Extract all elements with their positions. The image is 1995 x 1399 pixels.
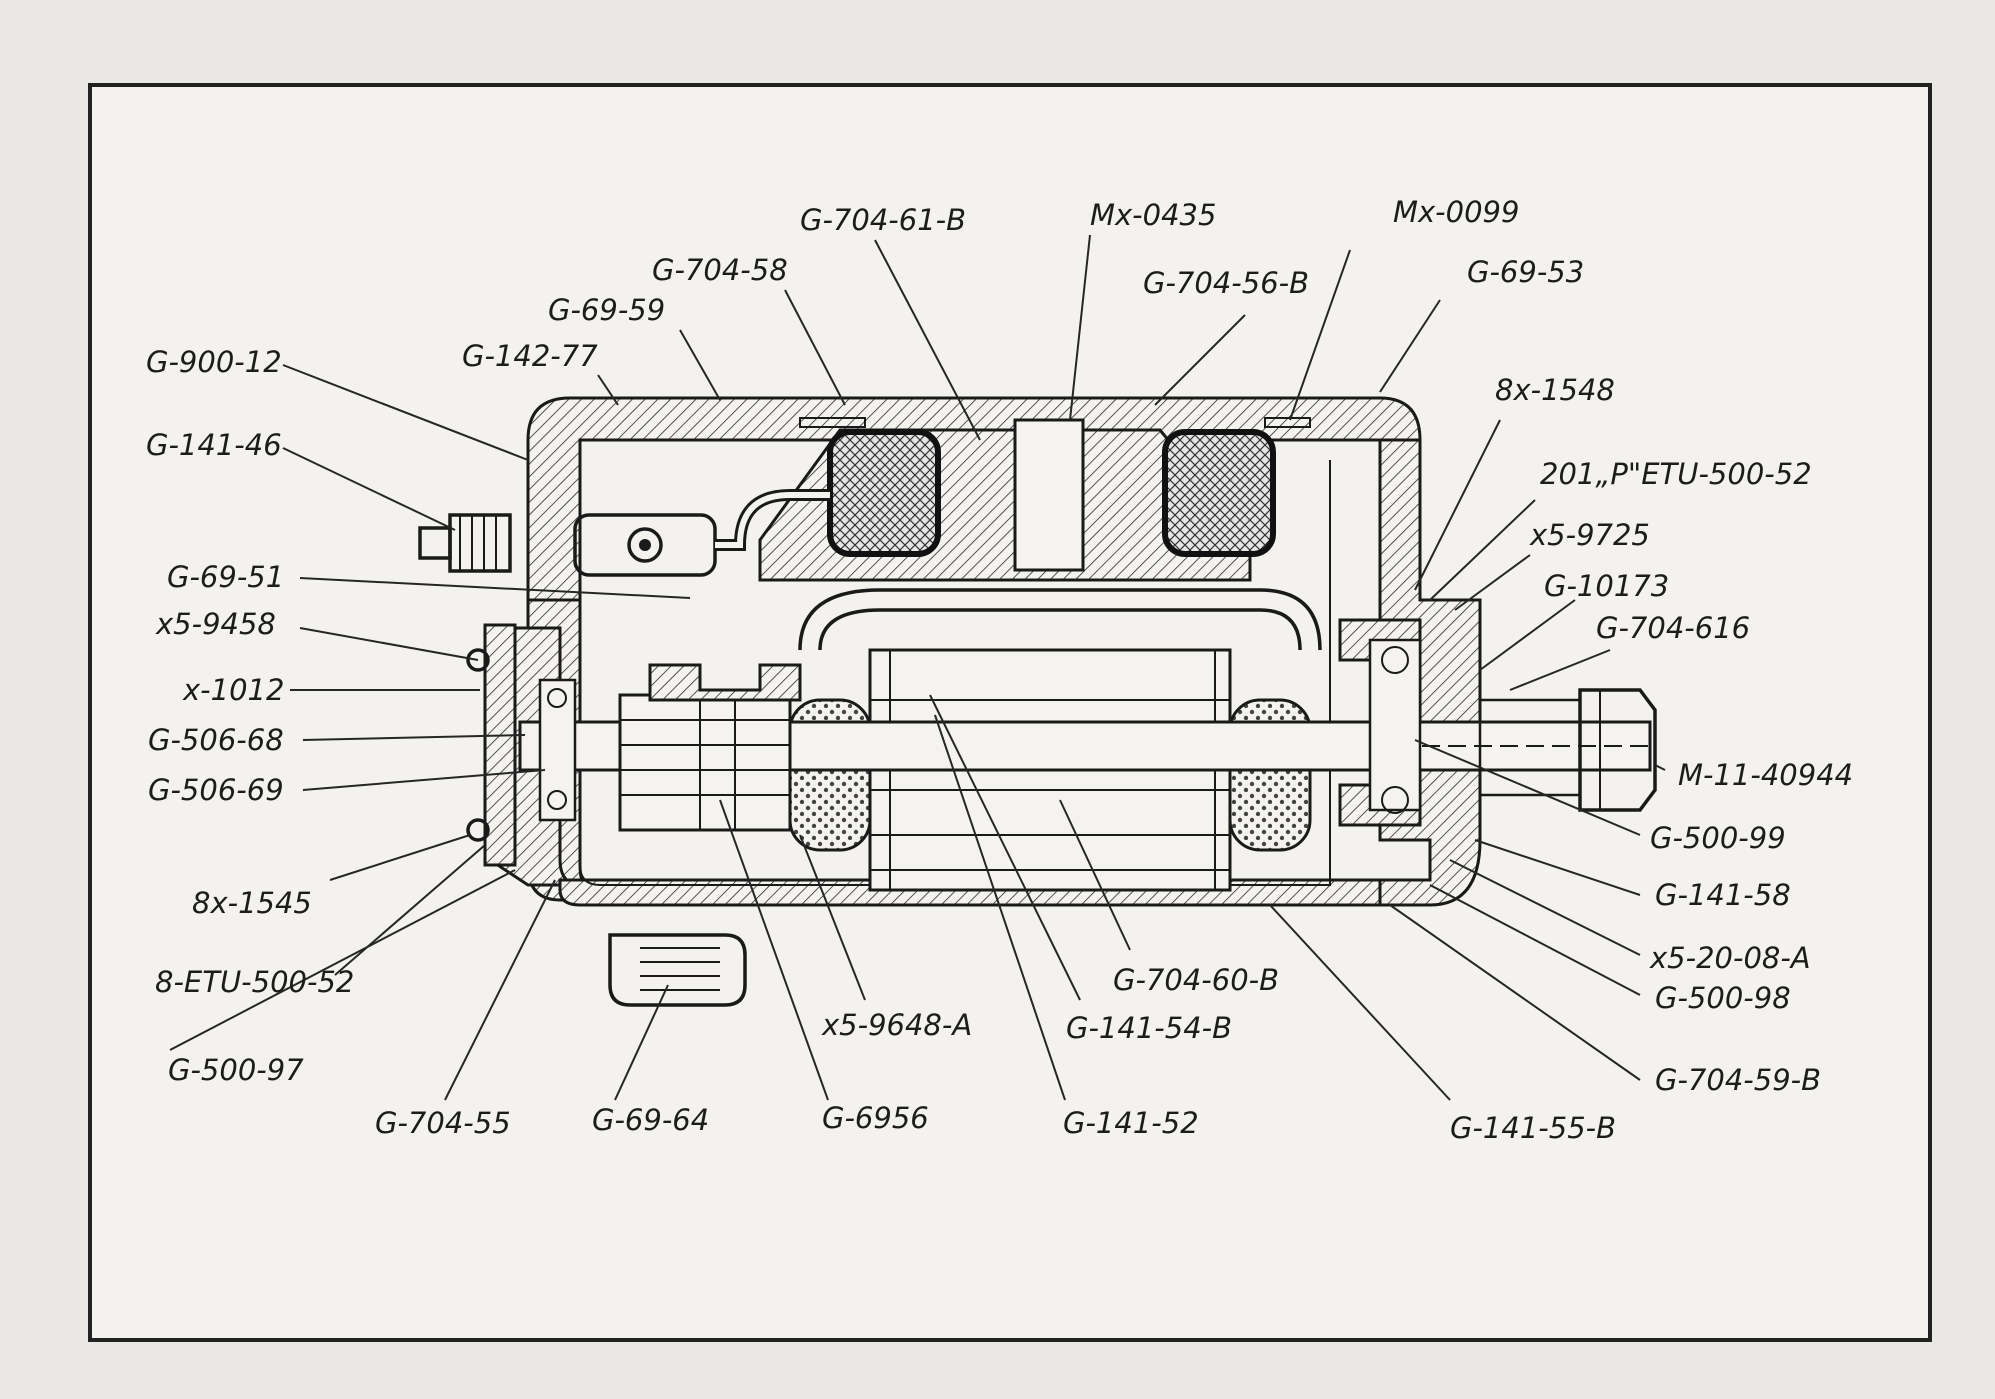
leader-lines	[169, 234, 1666, 1101]
field-lead-bar-inner	[818, 608, 1302, 651]
label-G-900-12: G-900-12	[146, 345, 282, 379]
bearing-right	[1368, 638, 1422, 814]
label-G-704-55: G-704-55	[375, 1106, 511, 1140]
label-8x-1548: 8x-1548	[1495, 373, 1615, 407]
label-G-704-56-B: G-704-56-B	[1143, 266, 1309, 300]
label-8-ETU-500-52: 8-ETU-500-52	[155, 965, 354, 999]
label-x5-9458: x5-9458	[155, 607, 276, 641]
label-x-1012: x-1012	[182, 673, 284, 707]
field-lead-bar	[798, 588, 1322, 651]
label-x5-9725: x5-9725	[1529, 518, 1650, 552]
terminal-bolt	[418, 513, 717, 577]
label-G-141-55-B: G-141-55-B	[1450, 1111, 1616, 1145]
label-G-506-68: G-506-68	[148, 723, 284, 757]
label-G-500-98: G-500-98	[1655, 981, 1791, 1015]
label-8x-1545: 8x-1545	[192, 886, 312, 920]
label-G-10173: G-10173	[1544, 569, 1669, 603]
label-G-704-59-B: G-704-59-B	[1655, 1063, 1821, 1097]
label-G-506-69: G-506-69	[148, 773, 284, 807]
label-G-142-77: G-142-77	[462, 339, 598, 373]
label-Mx-0099: Mx-0099	[1393, 195, 1519, 229]
generator-body	[418, 396, 1657, 1007]
label-201P-ETU-500-52: 201„P"ETU-500-52	[1540, 457, 1812, 491]
pole-screw	[1013, 418, 1085, 572]
label-G-6956: G-6956	[822, 1101, 929, 1135]
label-G-704-616: G-704-616	[1596, 611, 1750, 645]
top-screw-right	[1264, 417, 1311, 428]
label-M-11-40944: M-11-40944	[1678, 758, 1853, 792]
label-G-704-60-B: G-704-60-B	[1113, 963, 1279, 997]
label-G-704-58: G-704-58	[652, 253, 788, 287]
commutator	[618, 693, 792, 832]
field-cable-inner	[715, 492, 830, 548]
cover-screw-bottom	[466, 818, 490, 842]
field-coil-left	[827, 429, 941, 557]
bearing-left	[538, 678, 577, 822]
label-G-704-61-B: G-704-61-B	[800, 203, 966, 237]
top-screw-left	[799, 417, 866, 428]
label-G-141-54-B: G-141-54-B	[1066, 1011, 1232, 1045]
shaft-sleeve	[1478, 698, 1582, 797]
commutator-segments	[620, 695, 790, 830]
part-labels: G-900-12 G-141-46 G-69-51 x5-9458 x-1012…	[146, 195, 1853, 1145]
label-G-69-53: G-69-53	[1467, 255, 1584, 289]
spring-clip	[608, 933, 747, 1007]
label-G-141-52: G-141-52	[1063, 1106, 1199, 1140]
label-x5-20-08-A: x5-20-08-A	[1649, 941, 1811, 975]
left-cover-plate	[483, 623, 517, 867]
inner-frame-line	[579, 460, 1331, 886]
label-x5-9648-A: x5-9648-A	[821, 1008, 972, 1042]
label-G-69-59: G-69-59	[548, 293, 665, 327]
label-G-500-97: G-500-97	[168, 1053, 304, 1087]
label-Mx-0435: Mx-0435	[1090, 198, 1216, 232]
brush-holder	[648, 663, 802, 702]
field-coil-right	[1162, 429, 1276, 557]
label-G-69-64: G-69-64	[592, 1103, 709, 1137]
label-G-69-51: G-69-51	[167, 560, 284, 594]
label-G-141-46: G-141-46	[146, 428, 282, 462]
cover-screw-top	[466, 648, 490, 672]
label-G-500-99: G-500-99	[1650, 821, 1786, 855]
label-G-141-58: G-141-58	[1655, 878, 1791, 912]
